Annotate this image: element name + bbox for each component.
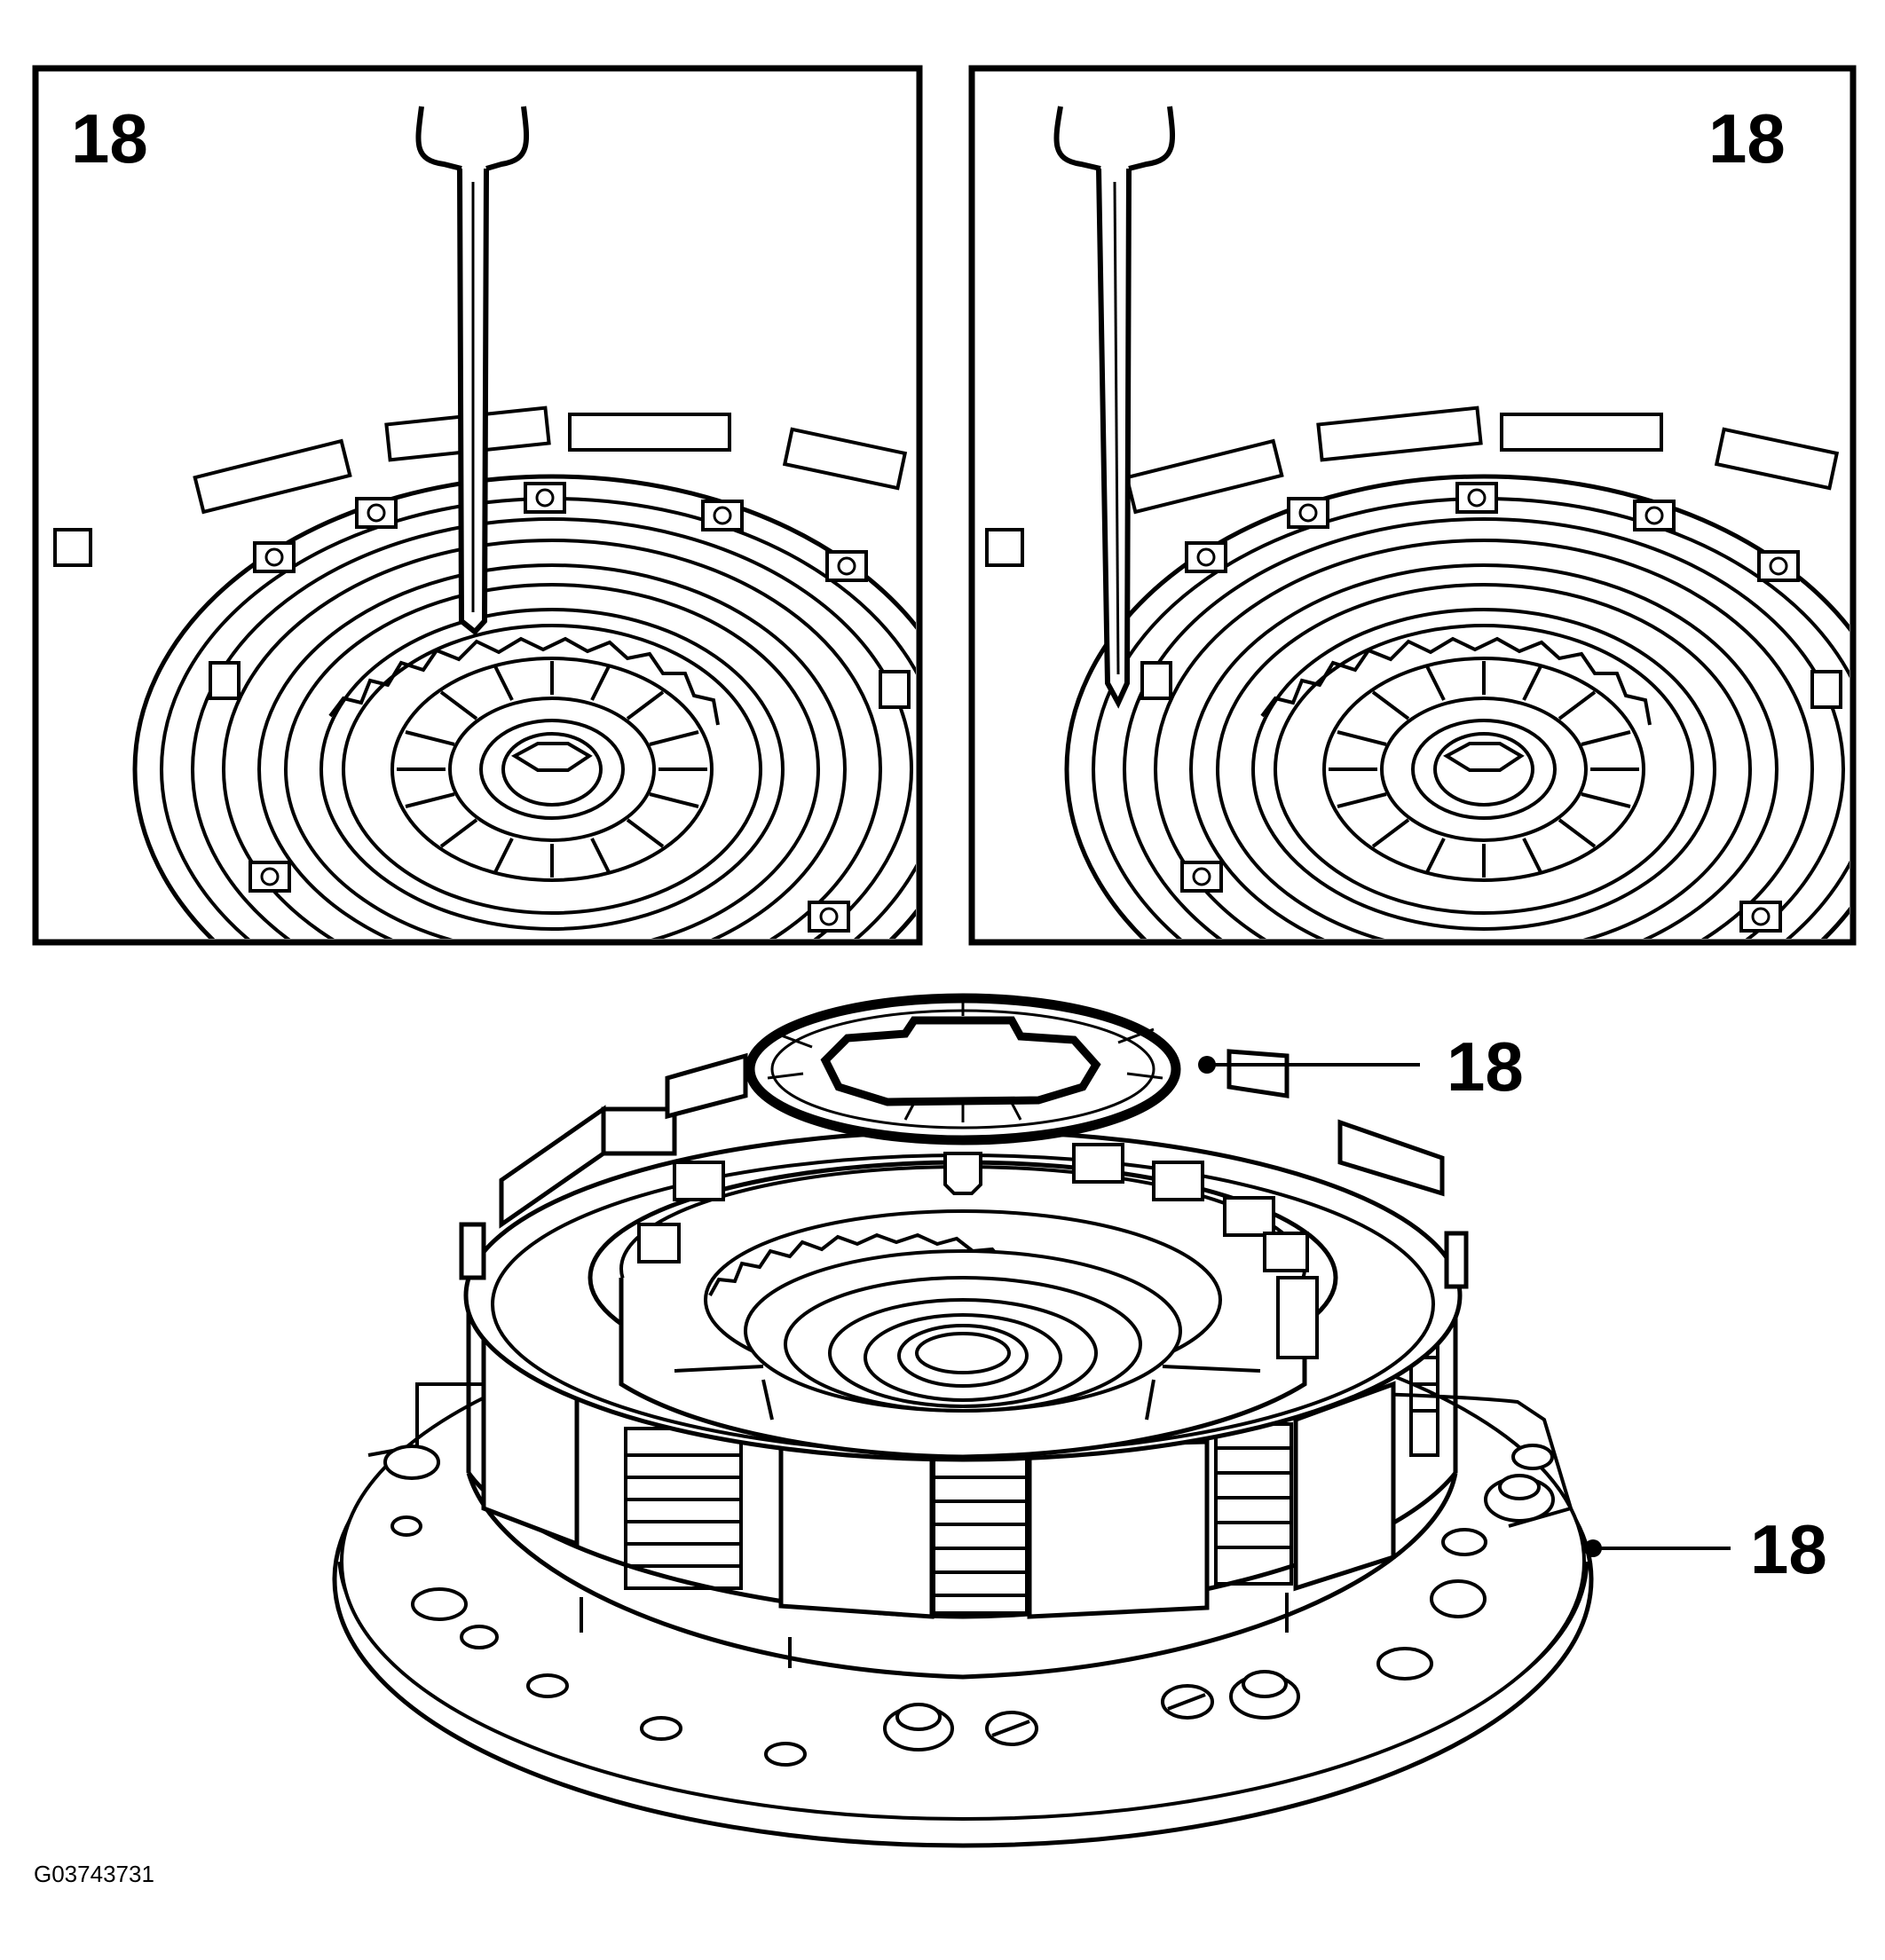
- drum-lugs: [459, 1035, 1469, 1289]
- callout-seal-ring: 18: [1750, 1510, 1827, 1588]
- hub-hexagon: [1442, 742, 1525, 772]
- detail-panel-left: [32, 65, 923, 946]
- flange-bolts: [383, 1444, 1555, 1751]
- flange-holes: [390, 1515, 1487, 1767]
- callout-panel-right: 18: [1708, 99, 1786, 177]
- callout-panel-left: 18: [71, 99, 148, 177]
- hub-hexagon: [510, 742, 593, 772]
- figure-id: G03743731: [34, 1861, 154, 1887]
- callout-leaders: [1198, 1056, 1731, 1557]
- clutch-plate-stacks: [624, 1329, 1439, 1615]
- pick-tool: [415, 106, 530, 636]
- detail-panel-right: [968, 65, 1857, 946]
- clutch-assembly-view: [332, 993, 1731, 1848]
- thrust-washer: [745, 993, 1181, 1145]
- inner-drum-blocks: [637, 1143, 1319, 1359]
- slotted-screws: [985, 1684, 1214, 1746]
- pick-tool: [1053, 106, 1176, 709]
- callout-thrust-washer: 18: [1447, 1027, 1524, 1106]
